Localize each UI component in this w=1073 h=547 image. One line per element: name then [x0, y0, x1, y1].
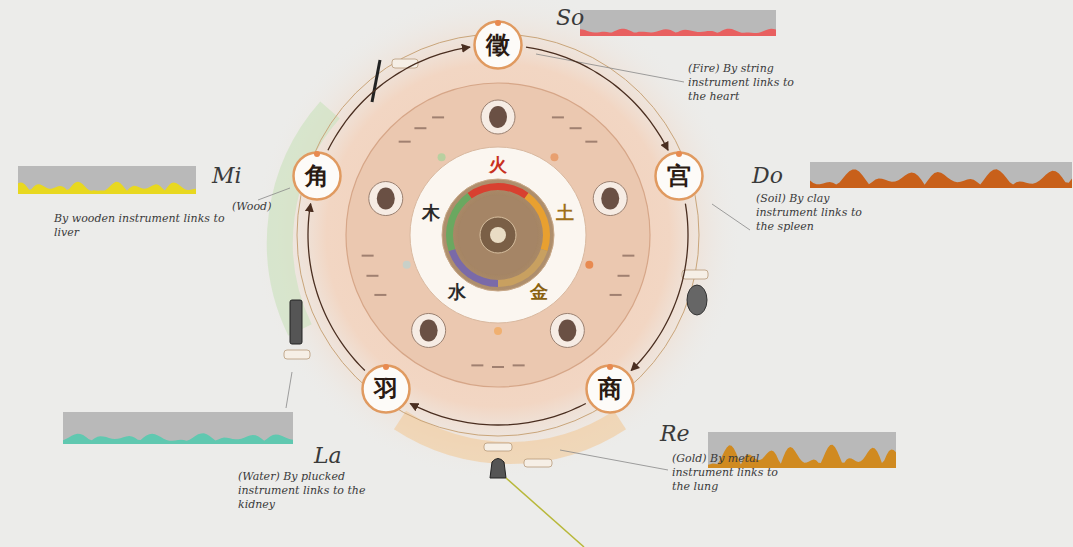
tone-circle: 徵	[473, 20, 523, 70]
annotation: (Wood)	[232, 200, 296, 214]
ring-arc	[410, 403, 586, 425]
tone-char: 宫	[654, 151, 704, 201]
ring-arc	[308, 204, 365, 371]
tone-circle: 角	[292, 151, 342, 201]
tone-char: 徵	[473, 20, 523, 70]
annotation: (Gold) By metal instrument links to the …	[672, 452, 790, 493]
element-char: 土	[556, 201, 574, 225]
tone-char: 商	[585, 364, 635, 414]
element-char: 火	[489, 153, 507, 177]
tone-char: 角	[292, 151, 342, 201]
tone-circle: 羽	[361, 364, 411, 414]
tone-char: 羽	[361, 364, 411, 414]
annotation: Re	[660, 420, 704, 448]
annotation: So	[556, 4, 590, 32]
annotation: By wooden instrument links to liver	[54, 212, 226, 240]
ring-arc	[631, 204, 688, 371]
annotation: Mi	[212, 162, 256, 190]
tone-circle: 宫	[654, 151, 704, 201]
annotation: (Soil) By clay instrument links to the s…	[756, 192, 870, 233]
ring-arc	[526, 47, 668, 150]
element-char: 金	[530, 280, 548, 304]
annotation: Do	[752, 162, 796, 190]
ring-arc	[328, 47, 470, 150]
element-char: 木	[422, 201, 440, 225]
element-char: 水	[448, 280, 466, 304]
annotation: (Water) By plucked instrument links to t…	[238, 470, 366, 511]
tone-circle: 商	[585, 364, 635, 414]
annotation: (Fire) By string instrument links to the…	[688, 62, 800, 103]
annotation: La	[314, 442, 358, 470]
